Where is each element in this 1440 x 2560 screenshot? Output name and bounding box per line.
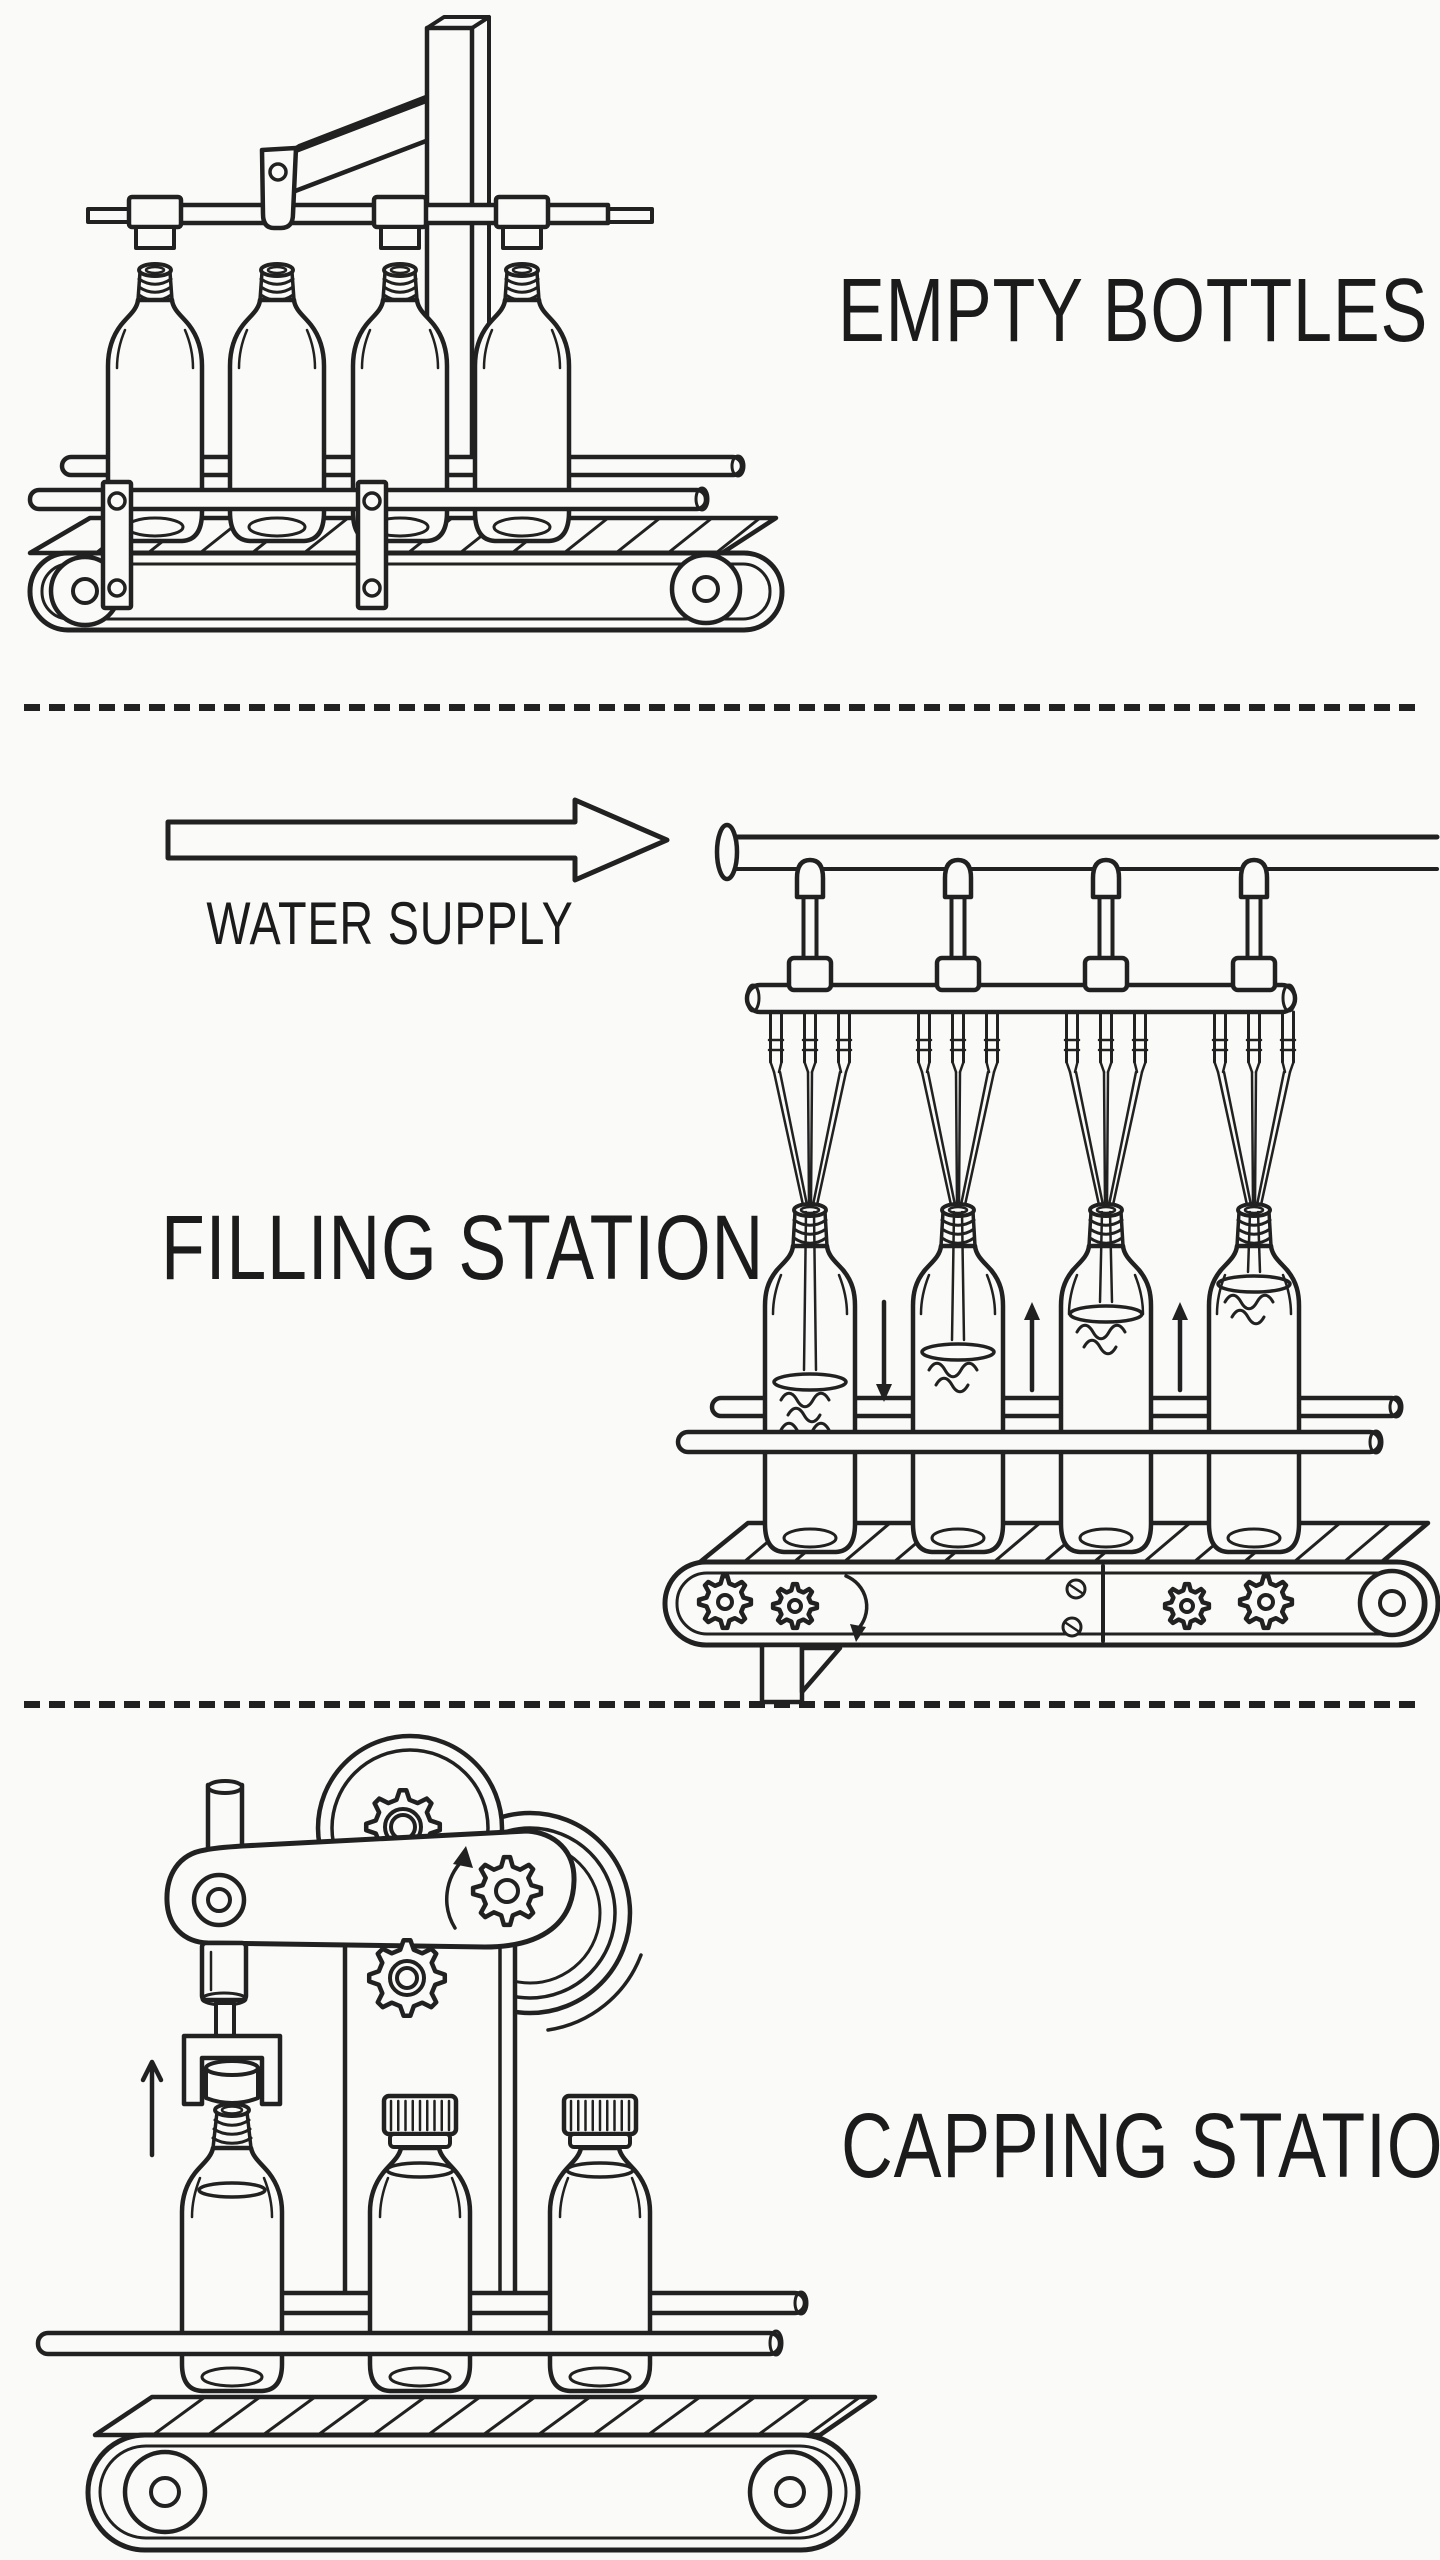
bottle-clamp <box>496 197 548 248</box>
capped-bottle <box>550 2096 650 2391</box>
water-supply-arrow <box>165 797 670 883</box>
capping-station-illustration <box>35 1733 878 2553</box>
flow-arrow-down <box>876 1299 892 1402</box>
section-divider <box>24 704 1416 711</box>
roller-icon <box>747 2449 833 2535</box>
filler-valve <box>937 860 979 990</box>
water-stream <box>920 1070 996 1207</box>
bottle-cap <box>204 2059 260 2105</box>
empty-bottles-illustration <box>27 15 785 633</box>
flow-arrow-up <box>1024 1302 1040 1393</box>
capping-arm <box>164 1828 577 1950</box>
filler-valve <box>1085 860 1127 990</box>
section-divider <box>24 1701 1416 1708</box>
nozzle-set <box>1211 1010 1297 1074</box>
roller-icon <box>1357 1568 1427 1638</box>
gear-icon <box>1237 1573 1295 1631</box>
rail-bracket <box>100 479 134 611</box>
guide-rail-upper <box>202 2290 809 2316</box>
filling-bottle <box>1061 1204 1151 1552</box>
bottle-open-neck <box>182 2102 282 2391</box>
capped-bottle <box>370 2096 470 2391</box>
rotation-arrowhead <box>850 1624 866 1642</box>
filler-valve <box>789 860 831 990</box>
flow-arrow-up <box>1172 1302 1188 1393</box>
pivot-bracket <box>259 145 299 231</box>
section-title-filling-station: FILLING STATION <box>161 1197 765 1299</box>
conveyor-belt <box>85 2394 878 2553</box>
rotation-arrow <box>445 1846 473 1930</box>
section-title-empty-bottles: EMPTY BOTTLES <box>838 261 1429 361</box>
lift-arrow <box>140 2059 164 2158</box>
bottle-clamp <box>374 197 426 248</box>
bottle-clamp <box>129 197 181 248</box>
capper-gripper <box>181 2033 283 2107</box>
gear-icon <box>366 1937 448 2019</box>
roller-icon <box>669 552 743 626</box>
rail-bracket <box>355 479 389 611</box>
guide-rail-lower <box>675 1429 1384 1455</box>
roller-icon <box>122 2449 208 2535</box>
nozzle-set <box>767 1010 853 1074</box>
filling-bottle <box>913 1204 1003 1552</box>
gear-icon <box>770 1581 820 1631</box>
gear-icon <box>1162 1581 1212 1631</box>
water-stream <box>772 1070 848 1207</box>
filler-valve <box>1233 860 1275 990</box>
section-title-capping-station: CAPPING STATION <box>841 2095 1440 2197</box>
gear-icon <box>696 1573 754 1631</box>
water-stream <box>1216 1070 1292 1207</box>
manifold-pipe <box>744 982 1298 1015</box>
nozzle-set <box>915 1010 1001 1074</box>
filling-bottle <box>765 1204 855 1552</box>
conveyor-belt <box>27 515 785 633</box>
nozzle-set <box>1063 1010 1149 1074</box>
water-supply-label: WATER SUPPLY <box>206 890 574 957</box>
filling-bottle <box>1209 1204 1299 1552</box>
guide-rail-lower <box>35 2329 784 2357</box>
water-stream <box>1068 1070 1144 1207</box>
water-pipe <box>714 822 1440 882</box>
conveyor-leg <box>759 1642 843 1705</box>
capper-piston <box>199 1940 249 2043</box>
rotation-arrow <box>844 1574 869 1632</box>
gear-icon <box>470 1854 544 1928</box>
filling-station-illustration <box>165 797 1440 1705</box>
